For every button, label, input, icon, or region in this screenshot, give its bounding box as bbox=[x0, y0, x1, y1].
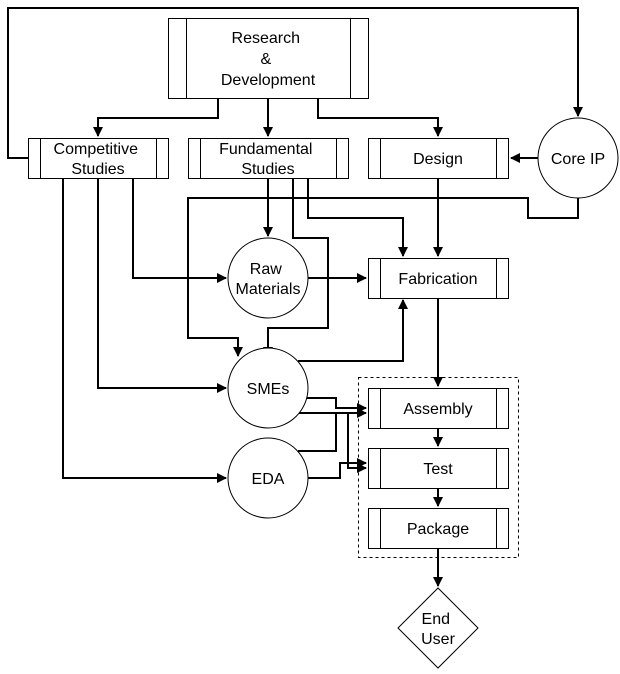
edge-rnd-to-competitive bbox=[93, 98, 219, 137]
node-core-ip-label: Core IP bbox=[551, 151, 605, 168]
node-test-label: Test bbox=[423, 461, 453, 478]
edge-smes-to-fabrication bbox=[298, 299, 408, 362]
edge-fundamental-to-smes bbox=[263, 178, 329, 357]
node-end-user-line-2: User bbox=[421, 631, 455, 648]
edge-competitive-to-eda bbox=[62, 178, 227, 483]
node-competitive-studies: Competitive Studies bbox=[28, 138, 169, 179]
node-research-development-line-2: & bbox=[260, 51, 271, 68]
node-raw-materials-line-2: Materials bbox=[236, 281, 301, 298]
node-package: Package bbox=[368, 508, 509, 549]
node-smes-label: SMEs bbox=[247, 381, 290, 398]
node-fundamental-studies-line-1: Fundamental bbox=[219, 141, 312, 158]
edge-competitive-to-raw bbox=[132, 178, 227, 283]
edge-eda-to-assembly bbox=[298, 408, 367, 452]
node-competitive-studies-line-2: Studies bbox=[71, 161, 124, 178]
node-competitive-studies-line-1: Competitive bbox=[54, 141, 139, 158]
edge-fundamental-to-fabrication bbox=[307, 178, 408, 257]
edge-smes-to-test bbox=[298, 412, 367, 473]
node-raw-materials: Raw Materials bbox=[227, 237, 309, 319]
edges bbox=[7, 7, 583, 587]
node-fundamental-studies-line-2: Studies bbox=[241, 161, 294, 178]
node-design-label: Design bbox=[413, 151, 463, 168]
svg-text:Fundamental Studies: Fundamental Studies bbox=[219, 141, 317, 178]
node-package-label: Package bbox=[407, 521, 469, 538]
node-assembly: Assembly bbox=[368, 388, 509, 429]
node-eda-label: EDA bbox=[252, 471, 285, 488]
node-design: Design bbox=[368, 138, 509, 179]
svg-text:End User: End User bbox=[421, 611, 455, 648]
edge-competitive-to-smes bbox=[97, 178, 227, 393]
node-core-ip: Core IP bbox=[537, 117, 619, 199]
svg-text:Research & Develop: Research & Development bbox=[221, 30, 316, 89]
node-raw-materials-line-1: Raw bbox=[250, 261, 282, 278]
node-fabrication: Fabrication bbox=[368, 258, 509, 299]
node-research-development-line-3: Development bbox=[221, 72, 316, 89]
node-fundamental-studies: Fundamental Studies bbox=[188, 138, 349, 179]
node-fabrication-label: Fabrication bbox=[398, 271, 477, 288]
node-end-user: End User bbox=[397, 587, 479, 669]
edge-competitive-to-core-ip bbox=[7, 7, 583, 159]
node-assembly-label: Assembly bbox=[403, 401, 472, 418]
edge-eda-to-test bbox=[308, 458, 367, 479]
node-end-user-line-1: End bbox=[422, 611, 450, 628]
node-research-development: Research & Development bbox=[168, 18, 369, 99]
node-test: Test bbox=[368, 448, 509, 489]
node-eda: EDA bbox=[227, 437, 309, 519]
edge-rnd-to-design bbox=[317, 98, 443, 137]
edge-core-ip-to-fabrication bbox=[187, 197, 579, 357]
node-research-development-line-1: Research bbox=[232, 30, 300, 47]
svg-text:Competitive Studies: Competitive Studies bbox=[54, 141, 143, 178]
svg-text:Raw Materials: Raw Materials bbox=[236, 261, 301, 298]
node-smes: SMEs bbox=[227, 347, 309, 429]
edge-smes-to-assembly bbox=[306, 397, 367, 413]
